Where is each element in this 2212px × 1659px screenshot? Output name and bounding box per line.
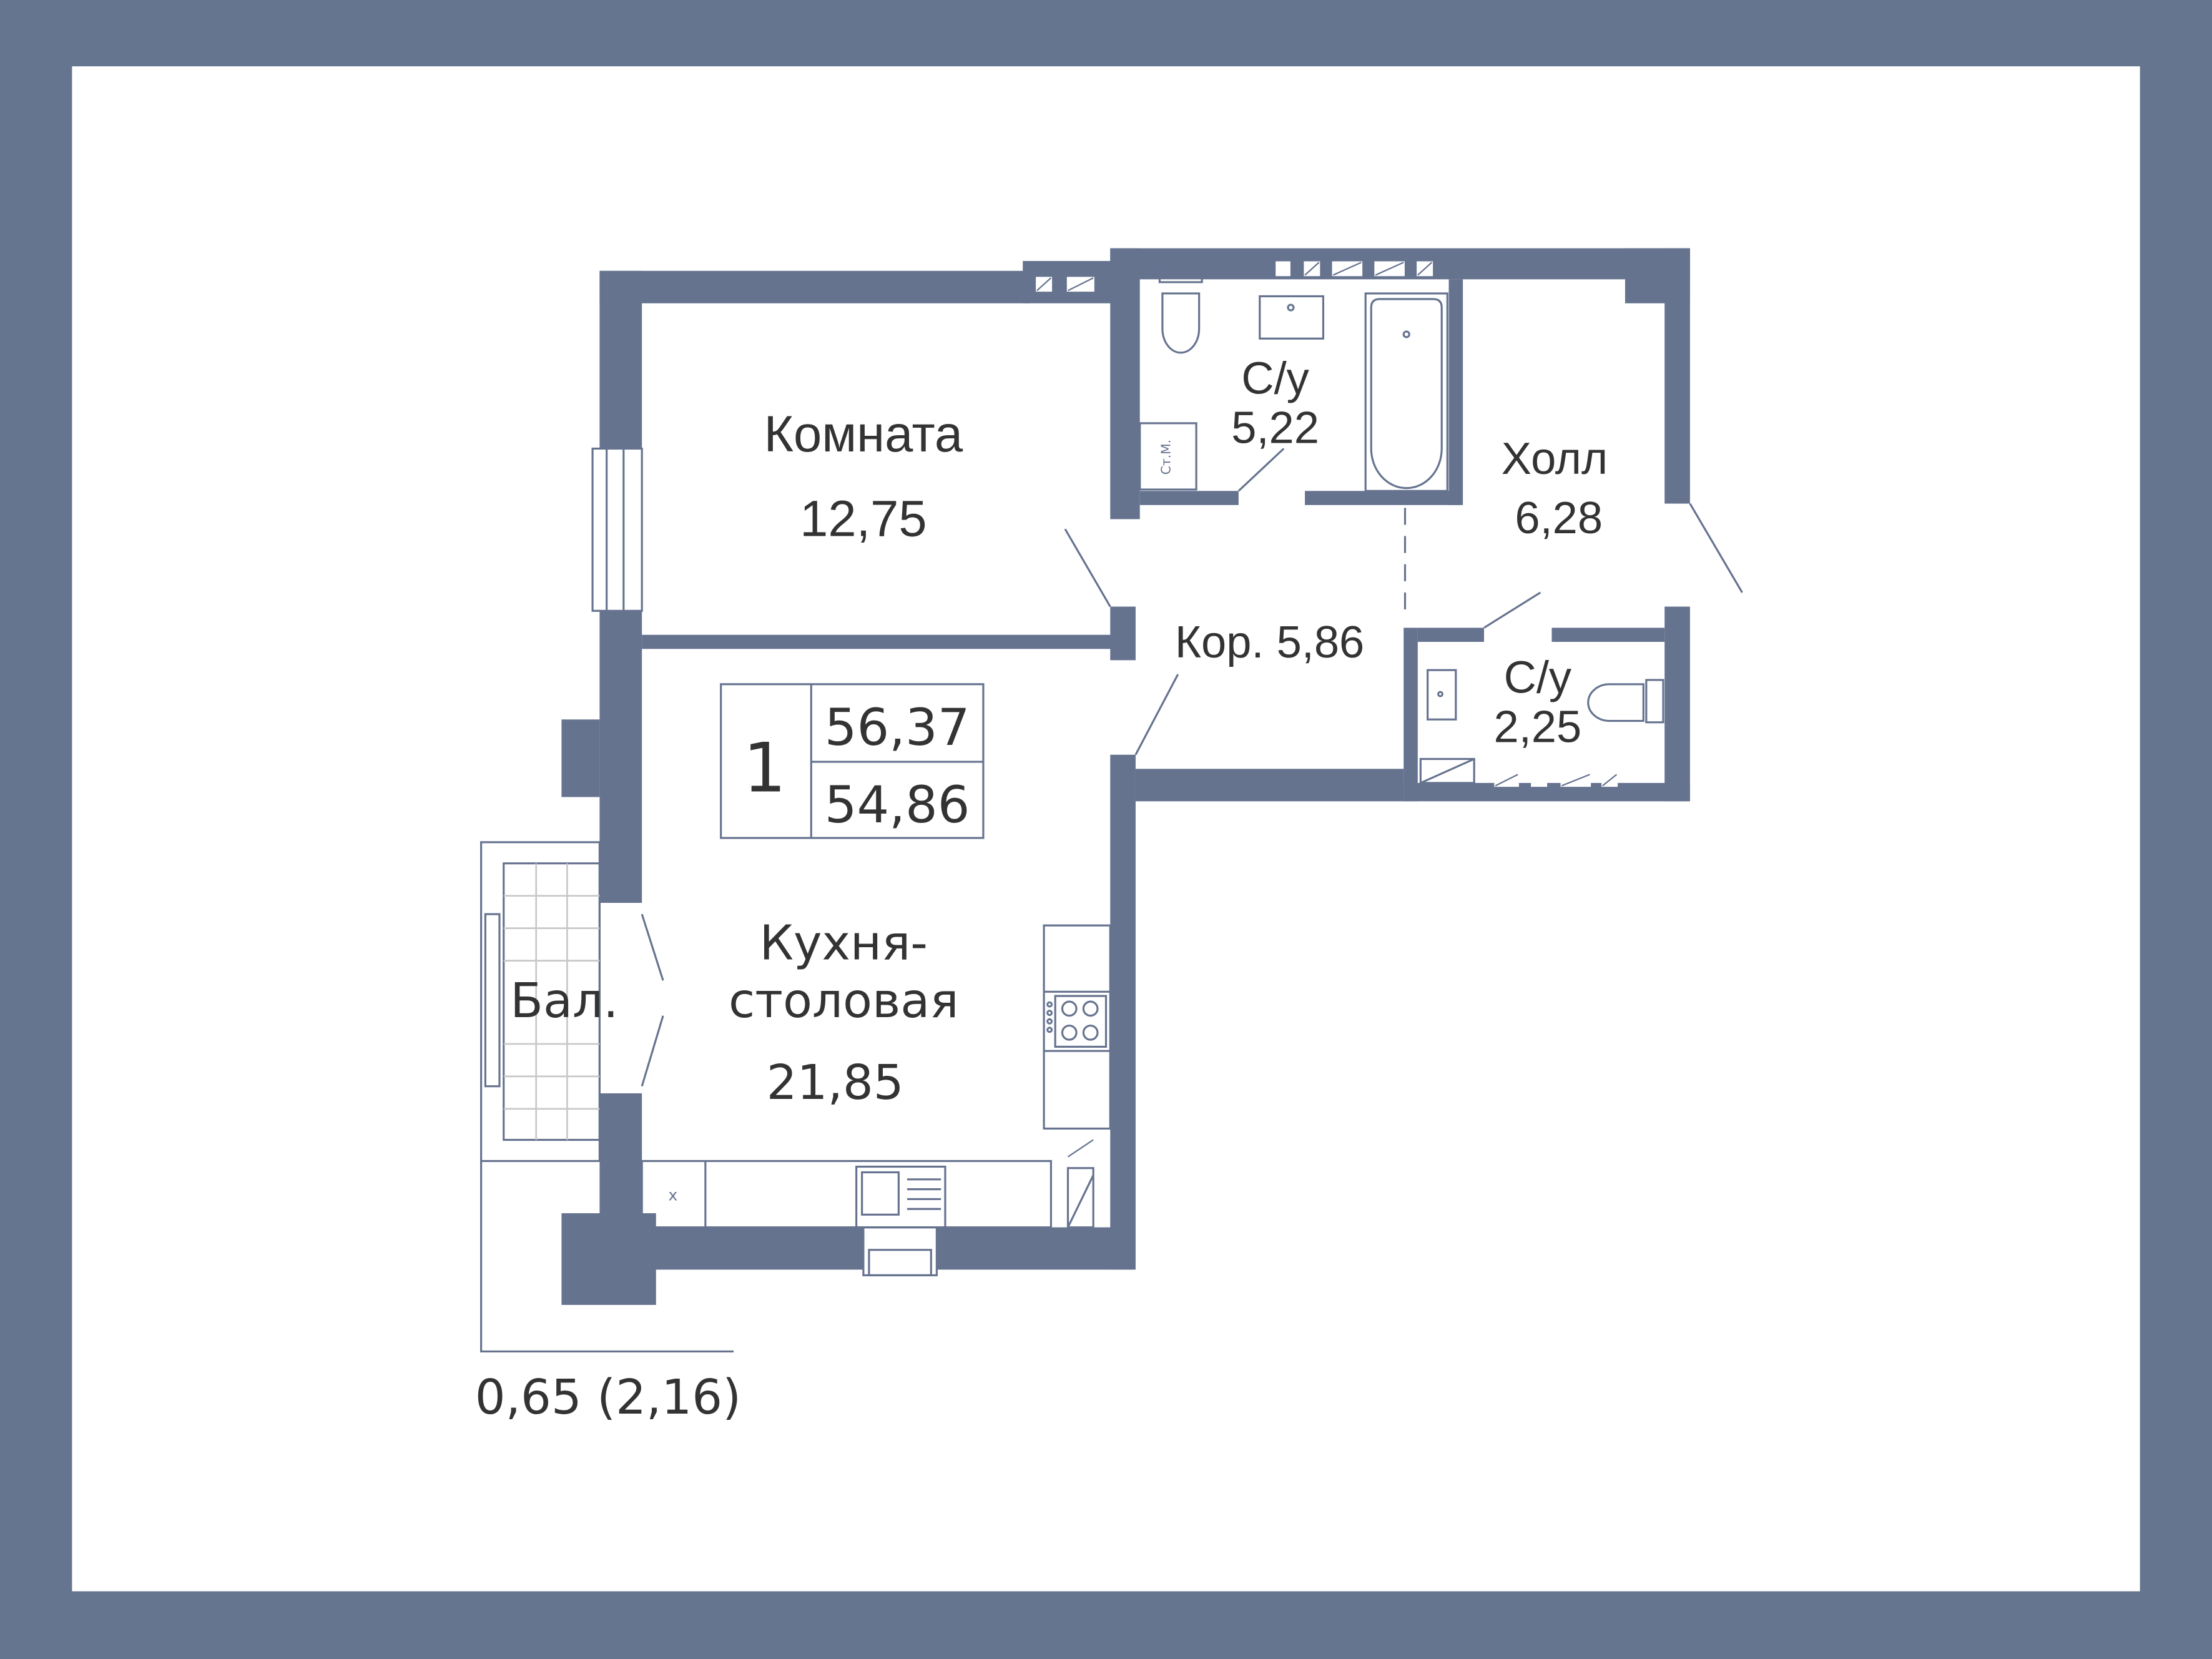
bath2-area: 2,25: [1494, 702, 1582, 752]
plan-canvas: [72, 66, 2140, 1592]
rooms-count: 1: [743, 728, 786, 807]
vent-hatches: [1036, 262, 1618, 1158]
window-kitchen: [862, 1226, 938, 1277]
sink-icon: [1259, 295, 1325, 340]
vent-box: [1066, 1167, 1094, 1229]
doors: [641, 448, 1743, 1087]
kitchen-area: 21,85: [767, 1055, 904, 1111]
balcony: [480, 841, 734, 1353]
balcony-area: 0,65 (2,16): [475, 1370, 741, 1425]
window-room: [591, 447, 643, 612]
bath1-name: С/у: [1241, 353, 1309, 403]
stove-icon: [1043, 924, 1111, 1130]
balcony-name: Бал.: [510, 973, 618, 1029]
vent-box: [1419, 757, 1475, 784]
living-area: 54,86: [825, 776, 970, 835]
toilet-icon: [1158, 264, 1203, 354]
room-area: 12,75: [800, 491, 927, 548]
kitchen-name-line1: Кухня-: [759, 915, 928, 971]
ventilation-shafts: [1036, 261, 1618, 1158]
washing-machine-icon: Ст.М.: [1139, 422, 1197, 491]
bath2-name: С/у: [1504, 652, 1571, 702]
svg-text:Ст.М.: Ст.М.: [1159, 440, 1174, 475]
kitchen-name-line2: столовая: [729, 973, 959, 1029]
kitchen-counter: [641, 1159, 1052, 1229]
toilet-small-icon: [1587, 679, 1664, 724]
sink-small-icon: [1427, 669, 1457, 721]
bath1-area: 5,22: [1231, 403, 1319, 453]
hall-name: Холл: [1502, 434, 1608, 484]
apartment-summary-box: [720, 683, 985, 839]
kitchen-mark: x: [669, 1186, 678, 1204]
total-area: 56,37: [825, 699, 970, 757]
corridor-label: Кор. 5,86: [1175, 618, 1364, 667]
room-name: Комната: [764, 406, 963, 463]
bathtub-icon: [1364, 292, 1448, 492]
hall-area: 6,28: [1515, 493, 1603, 543]
